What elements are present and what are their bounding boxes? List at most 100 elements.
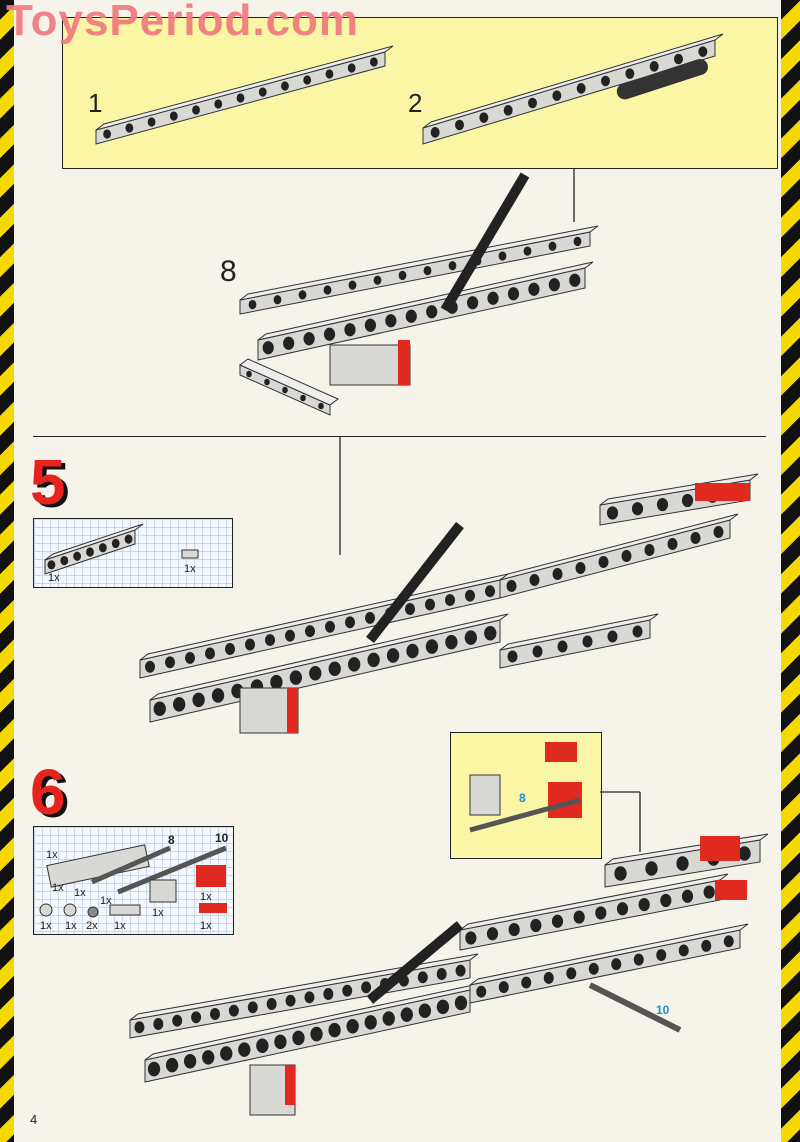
result-count-label: 8 <box>220 255 237 288</box>
substep-1-label: 1 <box>88 88 103 118</box>
part-axle-8 <box>91 845 171 885</box>
beam-hole <box>424 598 436 611</box>
beam-hole <box>386 648 400 663</box>
beam-hole <box>601 75 610 87</box>
beam-hole <box>454 995 468 1011</box>
watermark: ToysPeriod.com <box>6 0 360 45</box>
beam-hole <box>153 1018 164 1030</box>
beam-hole <box>621 550 632 562</box>
axle <box>469 797 581 833</box>
beam-hole <box>479 112 489 123</box>
part-qty: 1x <box>52 882 64 894</box>
beam-hole <box>211 688 225 703</box>
section-divider <box>33 436 766 437</box>
beam-hole <box>557 640 568 653</box>
part-qty: 1x <box>200 891 212 903</box>
red-brick <box>287 688 298 733</box>
beam-hole <box>364 1015 377 1030</box>
beam-hole <box>191 1011 202 1024</box>
part-beam-grey <box>149 879 177 903</box>
part-gear <box>87 906 99 918</box>
beam-hole <box>607 630 618 643</box>
beam-hole <box>153 701 166 717</box>
part-half-bush <box>63 903 77 917</box>
beam-hole <box>281 81 289 91</box>
beam-hole <box>369 57 378 67</box>
beam-hole <box>543 972 554 984</box>
beam-hole <box>264 634 276 647</box>
beam-hole <box>487 291 499 305</box>
red-brick <box>700 836 740 861</box>
beam-hole <box>625 68 635 79</box>
part-axle-10 <box>117 845 227 895</box>
beam-hole <box>183 1054 197 1069</box>
beam-hole <box>644 544 655 556</box>
beam-hole <box>285 994 296 1007</box>
beam-hole <box>364 318 377 332</box>
axle-length-label: 10 <box>656 1003 670 1017</box>
beam-hole <box>464 589 476 602</box>
beam-hole <box>529 574 540 586</box>
beam-hole <box>273 295 282 305</box>
beam-hole <box>220 1046 233 1061</box>
beam-hole <box>595 906 607 920</box>
beam-hole <box>324 620 336 633</box>
part-bush <box>39 903 53 917</box>
beam-hole <box>426 305 438 319</box>
beam-hole <box>47 560 56 570</box>
beam-hole <box>430 127 440 138</box>
beam-hole <box>192 105 200 115</box>
beam-hole <box>303 332 315 346</box>
beam-hole <box>632 625 643 638</box>
step-number-5: 5 <box>30 446 66 518</box>
beam-hole <box>328 1022 341 1038</box>
beam-hole <box>103 129 112 139</box>
beam-hole <box>498 981 509 994</box>
beam-hole <box>274 1034 287 1050</box>
beam-hole <box>464 630 477 645</box>
beam-hole <box>523 246 532 256</box>
beam-top <box>239 358 339 406</box>
beam-hole <box>552 568 563 580</box>
beam-top <box>499 513 739 581</box>
beam-hole <box>328 661 341 677</box>
beam-substep-2 <box>422 39 716 145</box>
beam-hole <box>423 265 432 276</box>
red-brick <box>715 880 747 900</box>
beam-hole <box>476 985 487 998</box>
beam-hole <box>455 119 464 131</box>
beam-hole <box>346 1019 359 1034</box>
beam-hole <box>86 547 94 557</box>
beam-hole <box>573 910 585 924</box>
beam-hole <box>385 314 397 328</box>
beam-hole <box>192 692 205 708</box>
beam <box>257 267 586 361</box>
beam-hole <box>506 580 517 592</box>
beam-hole <box>532 645 543 658</box>
red-brick <box>695 483 750 501</box>
beam-hole <box>508 922 520 937</box>
beam-hole <box>582 635 593 648</box>
beam-hole <box>169 111 178 121</box>
lever-beam <box>440 172 530 313</box>
beam-hole <box>173 697 186 712</box>
beam-hole <box>698 46 708 57</box>
beam-hole <box>465 931 477 945</box>
red-brick <box>545 742 577 762</box>
beam-hole <box>214 99 223 109</box>
beam-hole <box>98 543 107 553</box>
beam-hole <box>310 1026 323 1042</box>
beam-hole <box>304 991 315 1004</box>
beam-top <box>129 953 479 1021</box>
beam-hole <box>125 123 134 133</box>
part-qty: 1x <box>46 849 58 861</box>
part-qty: 1x <box>48 572 60 584</box>
beam-hole <box>645 861 658 876</box>
substep-panel <box>62 17 778 169</box>
beam-hole <box>667 538 678 550</box>
beam-hole <box>611 958 622 971</box>
part-qty: 1x <box>200 920 212 932</box>
beam-hole <box>598 556 609 568</box>
substep-2-label: 2 <box>408 88 423 118</box>
